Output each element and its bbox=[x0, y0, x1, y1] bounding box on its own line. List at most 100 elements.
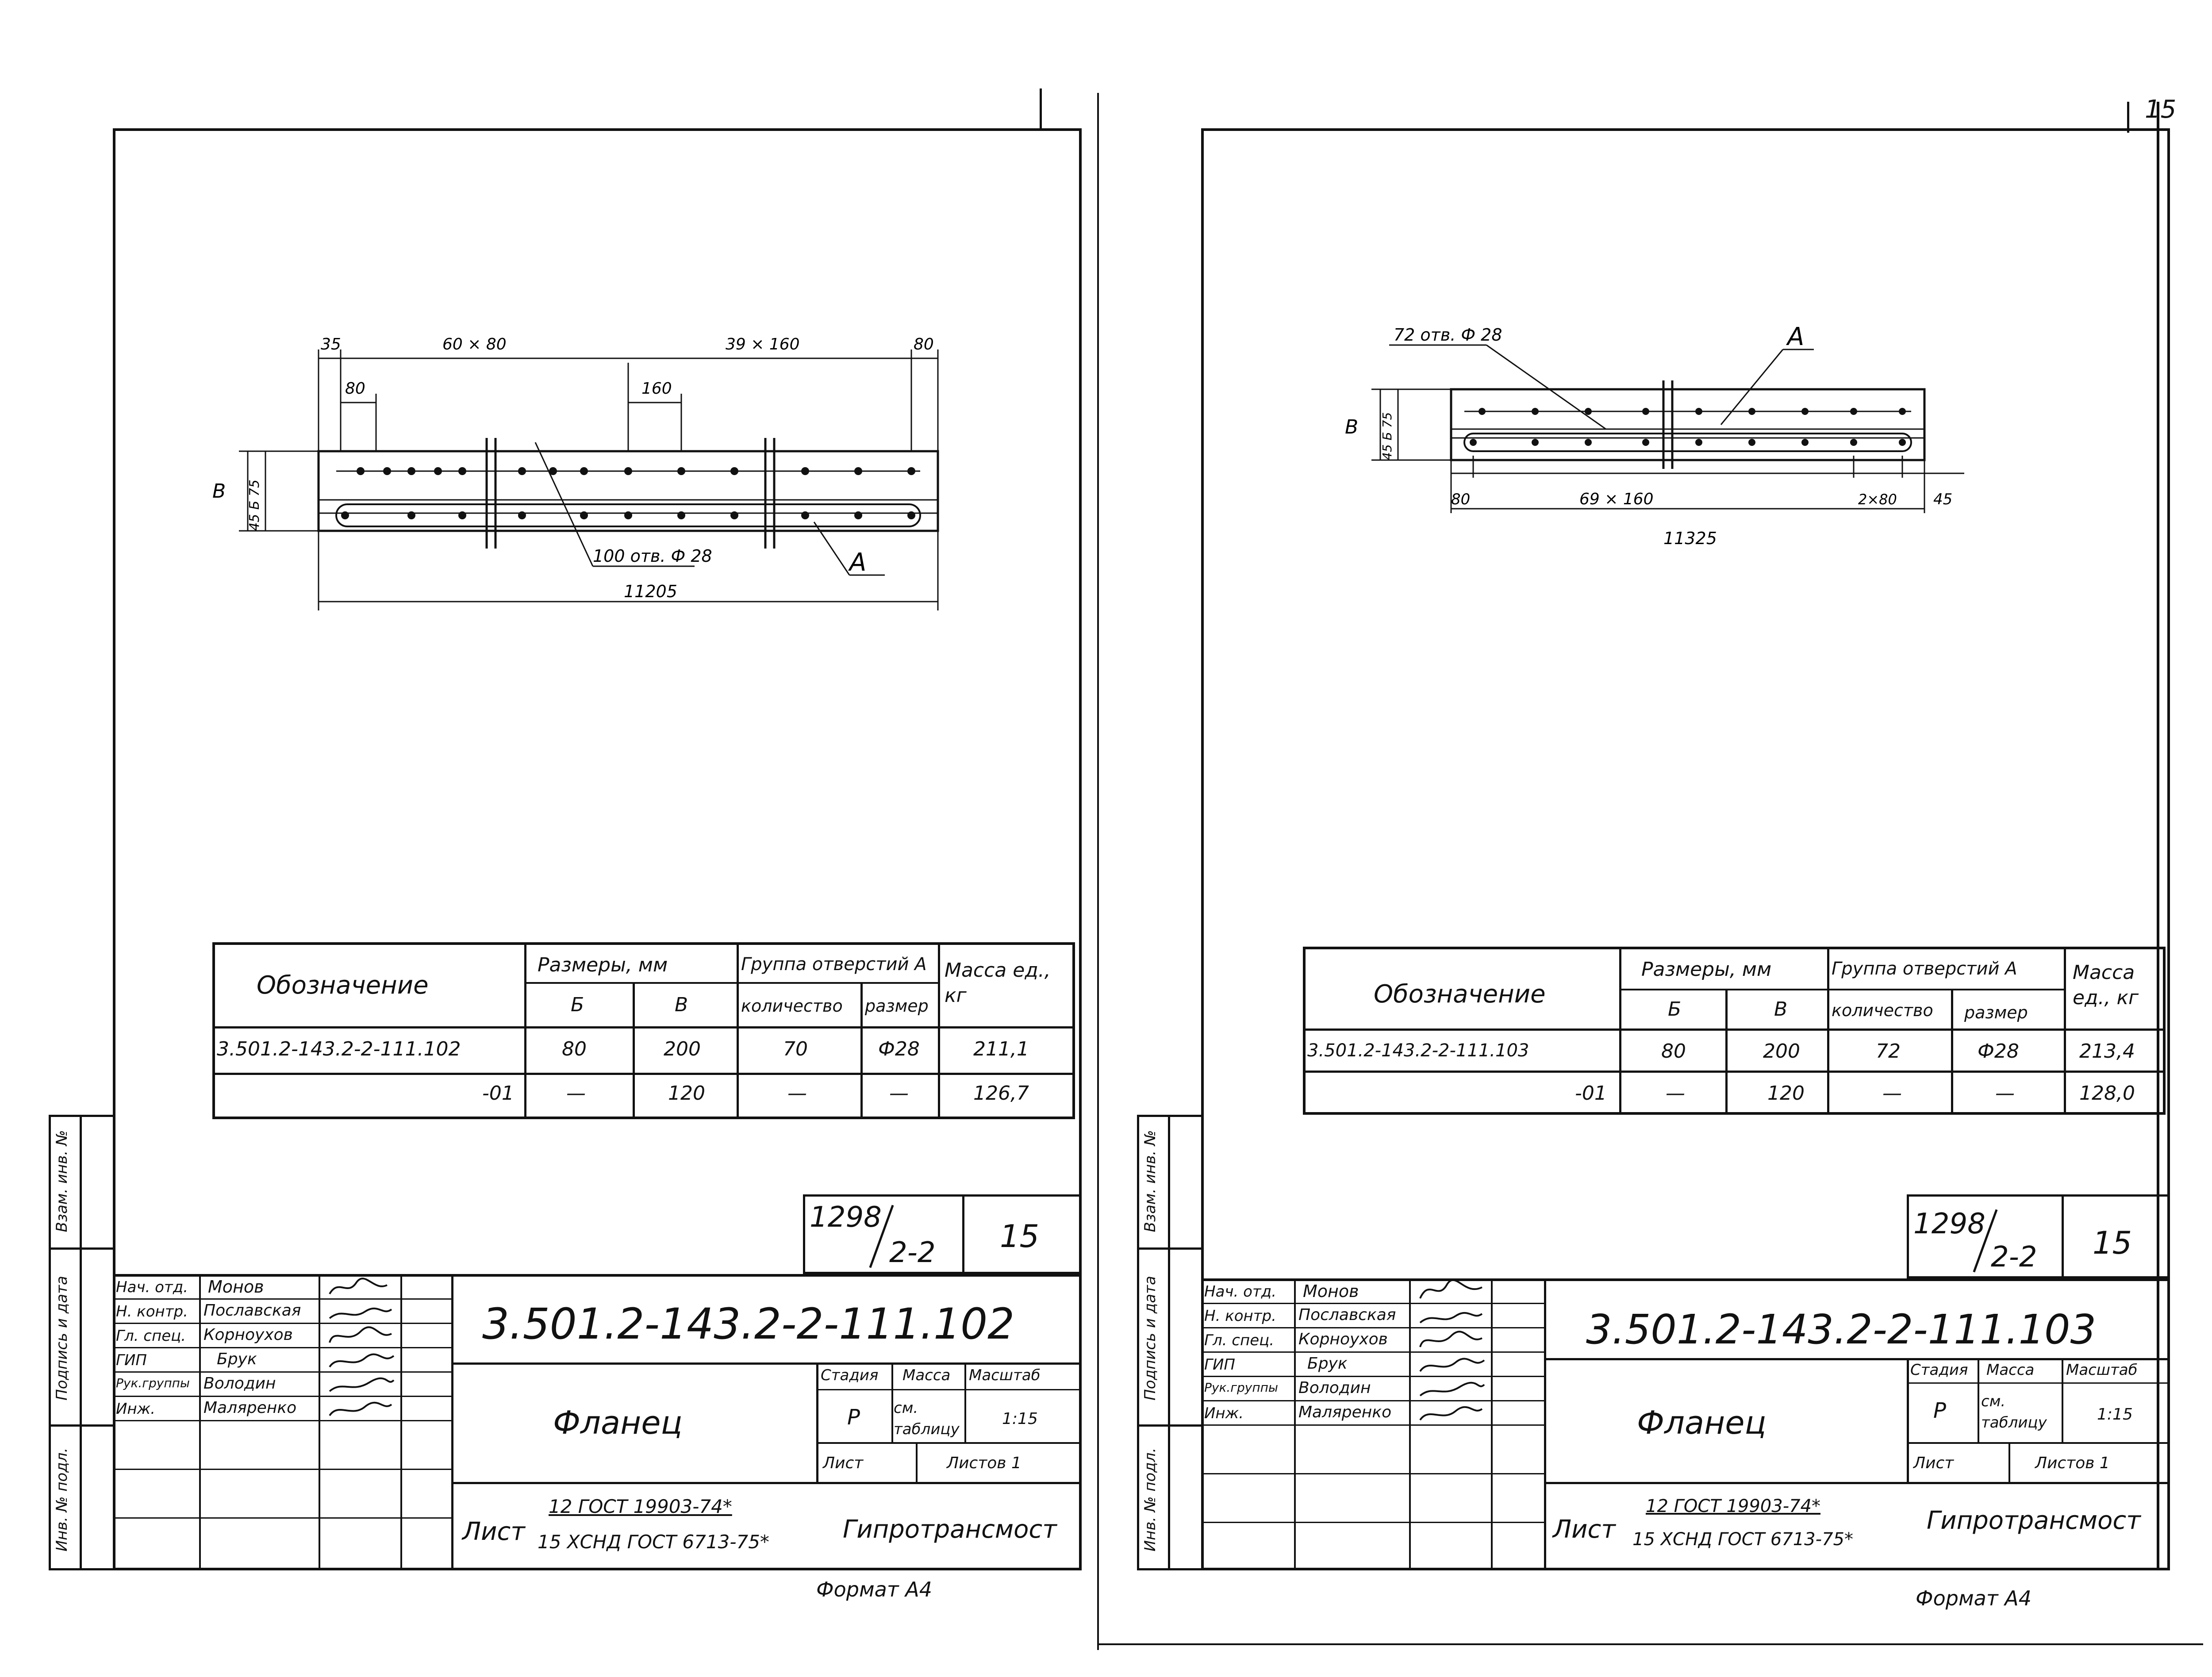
mass-value: см. таблицу bbox=[894, 1399, 960, 1438]
col-size: размер bbox=[865, 996, 929, 1016]
archive-number: 1298 bbox=[1913, 1208, 1985, 1240]
col-b1: Б bbox=[571, 994, 584, 1016]
stage-value: Р bbox=[1933, 1398, 1946, 1423]
row2-v: 120 bbox=[1767, 1082, 1805, 1105]
sheet-label: Лист bbox=[823, 1454, 864, 1472]
name-1: Пославская bbox=[1298, 1306, 1396, 1324]
name-3: Брук bbox=[217, 1350, 257, 1368]
flange-drawing: 35 60 × 80 39 × 160 80 80 160 100 отв. Ф… bbox=[212, 335, 939, 610]
total-length: 11205 bbox=[624, 582, 677, 601]
col-designation: Обозначение bbox=[1374, 980, 1546, 1009]
name-4: Володин bbox=[1298, 1379, 1371, 1397]
scale-label: Масштаб bbox=[2066, 1361, 2138, 1379]
row1-b: 80 bbox=[1661, 1040, 1686, 1063]
row2-qty: — bbox=[1882, 1082, 1902, 1105]
part-title: Фланец bbox=[553, 1404, 683, 1441]
role-0: Нач. отд. bbox=[116, 1278, 188, 1296]
dim-pitch-80: 80 bbox=[345, 380, 365, 398]
center-fold-line bbox=[1097, 93, 1099, 1650]
format-label: Формат А4 bbox=[1916, 1586, 2032, 1610]
col-mass: Масса ед., кг bbox=[945, 959, 1051, 1007]
row2-designation: -01 bbox=[482, 1082, 514, 1105]
stage-value: Р bbox=[847, 1405, 860, 1430]
row1-size: Ф28 bbox=[1978, 1040, 2019, 1063]
col-qty: количество bbox=[741, 996, 843, 1016]
side-label-inventory: Инв. № подл. bbox=[53, 1447, 71, 1552]
archive-sub: 2-2 bbox=[1991, 1241, 2037, 1274]
dim-2x80: 2×80 bbox=[1858, 491, 1897, 508]
mass-value: см. таблицу bbox=[1981, 1393, 2047, 1431]
col-designation: Обозначение bbox=[257, 971, 429, 1000]
role-0: Нач. отд. bbox=[1204, 1283, 1277, 1301]
role-2: Гл. спец. bbox=[1204, 1332, 1275, 1349]
side-dims: 45 Б 75 bbox=[1380, 412, 1394, 460]
archive-number: 1298 bbox=[810, 1201, 882, 1234]
mass-label: Масса bbox=[1986, 1361, 2035, 1379]
col-group: Группа отверстий А bbox=[741, 954, 927, 975]
col-b2: В bbox=[1774, 998, 1788, 1021]
group-label: А bbox=[848, 548, 866, 577]
signatures bbox=[1419, 1279, 1485, 1421]
name-2: Корноухов bbox=[204, 1326, 293, 1344]
row1-b: 80 bbox=[562, 1038, 587, 1060]
dim-45: 45 bbox=[1933, 491, 1952, 508]
scale-value: 1:15 bbox=[2097, 1405, 2133, 1424]
row1-qty: 72 bbox=[1876, 1040, 1901, 1063]
document-code: 3.501.2-143.2-2-111.103 bbox=[1586, 1306, 2097, 1353]
archive-sheet: 15 bbox=[1000, 1218, 1040, 1255]
hole-callout: 72 отв. Ф 28 bbox=[1394, 325, 1502, 345]
row2-v: 120 bbox=[668, 1082, 705, 1105]
col-size: размер bbox=[1964, 1003, 2028, 1022]
row1-qty: 70 bbox=[783, 1038, 808, 1060]
side-label-replace: Взам. инв. № bbox=[53, 1130, 71, 1232]
row2-qty: — bbox=[787, 1082, 807, 1105]
total-length: 11325 bbox=[1663, 529, 1717, 548]
name-5: Маляренко bbox=[1298, 1403, 1392, 1421]
side-label-replace: Взам. инв. № bbox=[1141, 1130, 1159, 1232]
row1-designation: 3.501.2-143.2-2-111.102 bbox=[217, 1038, 461, 1060]
side-label-signature: Подпись и дата bbox=[1141, 1276, 1159, 1401]
col-group: Группа отверстий А bbox=[1832, 959, 2017, 979]
row2-size: — bbox=[1995, 1082, 2015, 1105]
document-code: 3.501.2-143.2-2-111.102 bbox=[482, 1299, 1015, 1349]
role-1: Н. контр. bbox=[116, 1303, 188, 1320]
row2-b: — bbox=[1666, 1082, 1685, 1105]
row1-mass: 211,1 bbox=[973, 1038, 1029, 1060]
row1-v: 200 bbox=[1763, 1040, 1800, 1063]
page-number: 15 bbox=[2145, 95, 2177, 124]
format-label: Формат А4 bbox=[816, 1577, 932, 1601]
row1-designation: 3.501.2-143.2-2-111.103 bbox=[1307, 1040, 1529, 1061]
sheet-label: Лист bbox=[1913, 1454, 1954, 1472]
role-2: Гл. спец. bbox=[116, 1327, 186, 1345]
side-label-signature: Подпись и дата bbox=[53, 1276, 71, 1401]
flange-plate bbox=[1450, 388, 1926, 461]
row1-v: 200 bbox=[664, 1038, 701, 1060]
row2-mass: 128,0 bbox=[2079, 1082, 2135, 1105]
height-label: В bbox=[1345, 416, 1358, 438]
name-0: Монов bbox=[208, 1277, 264, 1297]
hole-callout: 100 отв. Ф 28 bbox=[593, 546, 712, 566]
group-label: А bbox=[1786, 322, 1804, 351]
row2-b: — bbox=[566, 1082, 586, 1105]
scale-value: 1:15 bbox=[1002, 1410, 1038, 1428]
dim-80-end: 80 bbox=[914, 335, 934, 353]
organization: Гипротрансмост bbox=[1927, 1506, 2141, 1535]
role-5: Инж. bbox=[116, 1400, 156, 1418]
height-label: В bbox=[212, 480, 226, 503]
role-3: ГИП bbox=[1204, 1356, 1235, 1374]
sheets-count: Листов 1 bbox=[2035, 1454, 2110, 1472]
col-b1: Б bbox=[1668, 998, 1682, 1021]
col-qty: количество bbox=[1832, 1001, 1933, 1020]
organization: Гипротрансмост bbox=[843, 1515, 1057, 1544]
dim-60x80: 60 × 80 bbox=[442, 335, 507, 353]
col-sizes: Размеры, мм bbox=[538, 954, 668, 976]
name-2: Корноухов bbox=[1298, 1330, 1388, 1348]
col-b2: В bbox=[675, 994, 688, 1016]
archive-sub: 2-2 bbox=[889, 1236, 936, 1269]
material-prefix: Лист bbox=[462, 1517, 525, 1546]
name-4: Володин bbox=[204, 1374, 276, 1393]
archive-sheet: 15 bbox=[2093, 1225, 2132, 1261]
name-3: Брук bbox=[1307, 1355, 1348, 1373]
dim-80-start: 80 bbox=[1451, 491, 1470, 508]
signatures bbox=[329, 1278, 395, 1416]
